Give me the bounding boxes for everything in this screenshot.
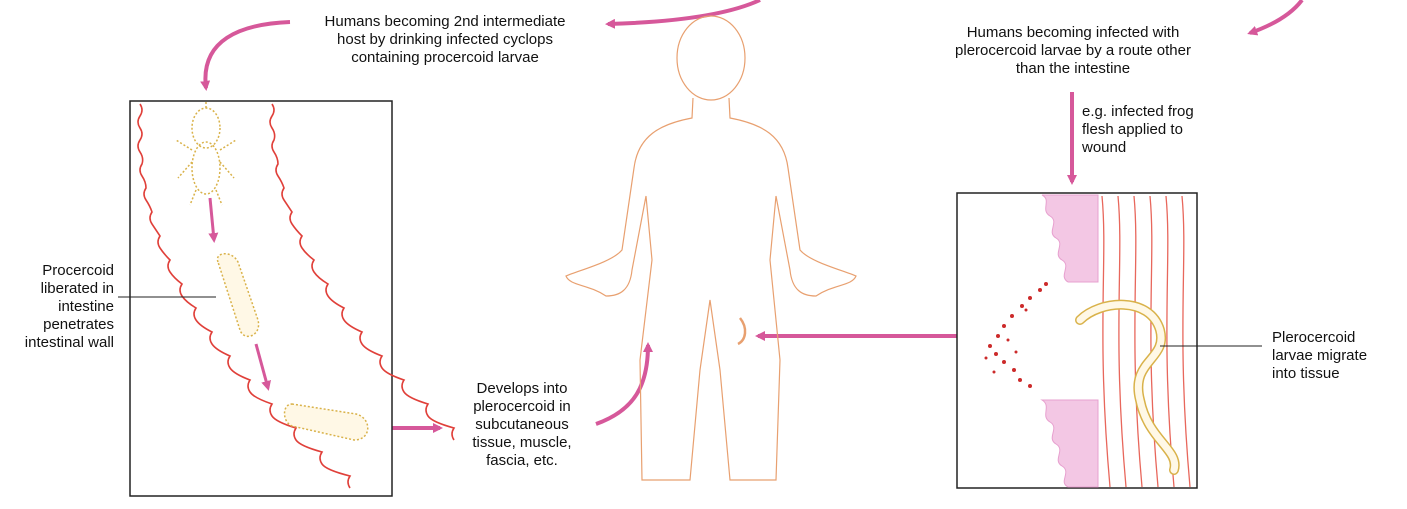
label-other-route-infection: Humans becoming infected with plerocerco… xyxy=(918,24,1228,78)
arrow-top-to-left-label xyxy=(608,0,760,24)
intestine-panel xyxy=(118,101,454,496)
human-body-outline xyxy=(566,16,856,480)
label-route-example: e.g. infected frog flesh applied to woun… xyxy=(1082,103,1232,157)
arrow-to-intestine-panel xyxy=(205,22,290,88)
tissue-panel xyxy=(957,193,1262,488)
label-plerocercoid-migrate: Plerocercoid larvae migrate into tissue xyxy=(1272,329,1402,383)
label-develops-plerocercoid: Develops into plerocercoid in subcutaneo… xyxy=(452,380,592,470)
label-procercoid-liberated: Procercoid liberated in intestine penetr… xyxy=(0,262,114,352)
label-second-intermediate-host: Humans becoming 2nd intermediate host by… xyxy=(285,13,605,67)
arrow-top-to-right-label xyxy=(1250,0,1302,33)
